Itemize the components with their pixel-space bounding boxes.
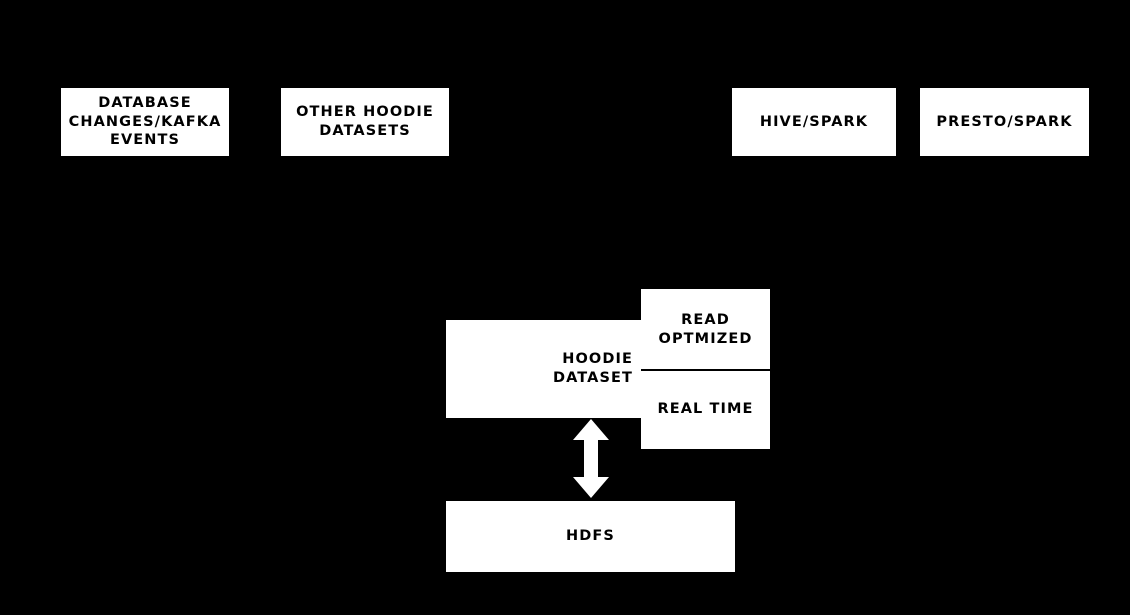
connector-hoodie-dataset-hdfs [572, 419, 610, 498]
node-hoodie-dataset[interactable]: Hoodie Dataset [446, 320, 641, 418]
node-label: Other Hoodie Datasets [296, 104, 434, 139]
node-presto-spark[interactable]: Presto/Spark [920, 88, 1089, 156]
node-label: Hive/Spark [759, 113, 869, 130]
node-real-time[interactable]: Real Time [641, 370, 770, 449]
node-hive-spark[interactable]: Hive/Spark [732, 88, 896, 156]
view-boxes-divider [641, 369, 770, 371]
node-label: Hoodie Dataset [552, 351, 633, 386]
node-label: Real Time [657, 401, 754, 418]
node-database-changes-kafka-events[interactable]: Database Changes/Kafka Events [61, 88, 229, 156]
node-hdfs[interactable]: HDFS [446, 501, 735, 572]
node-other-hoodie-datasets[interactable]: Other Hoodie Datasets [281, 88, 449, 156]
node-label: Database Changes/Kafka Events [68, 95, 222, 149]
node-label: Presto/Spark [936, 113, 1073, 130]
node-read-optimized[interactable]: Read Optmized [641, 289, 770, 370]
double-headed-arrow-icon [573, 419, 609, 498]
node-label: HDFS [566, 528, 615, 545]
node-label: Read Optmized [658, 311, 753, 347]
